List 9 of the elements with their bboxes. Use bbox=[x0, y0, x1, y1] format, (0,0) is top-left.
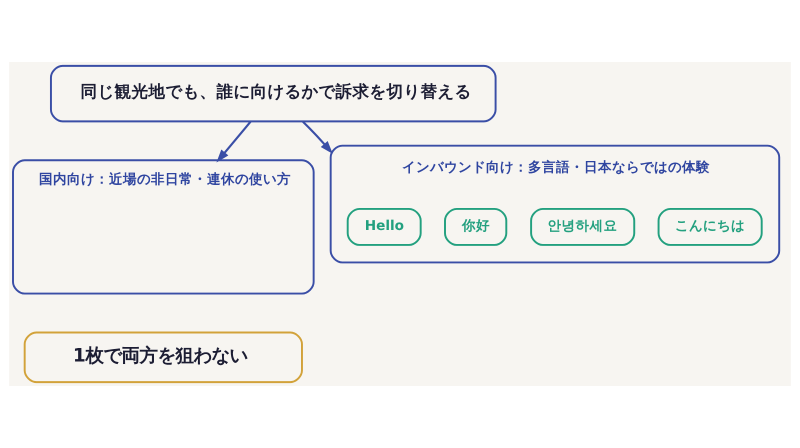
node-box: こんにちは bbox=[658, 208, 763, 246]
node-box: 国内向け：近場の非日常・連休の使い方 bbox=[12, 159, 315, 295]
node-box: 同じ観光地でも、誰に向けるかで訴求を切り替える bbox=[50, 64, 497, 122]
node-box: Hello bbox=[346, 208, 422, 246]
arrow bbox=[302, 120, 333, 154]
node-box: 1枚で両方を狙わない bbox=[24, 332, 303, 384]
arrow bbox=[216, 120, 252, 162]
node-box: 안녕하세요 bbox=[530, 208, 636, 246]
node-box: 你好 bbox=[444, 208, 508, 246]
